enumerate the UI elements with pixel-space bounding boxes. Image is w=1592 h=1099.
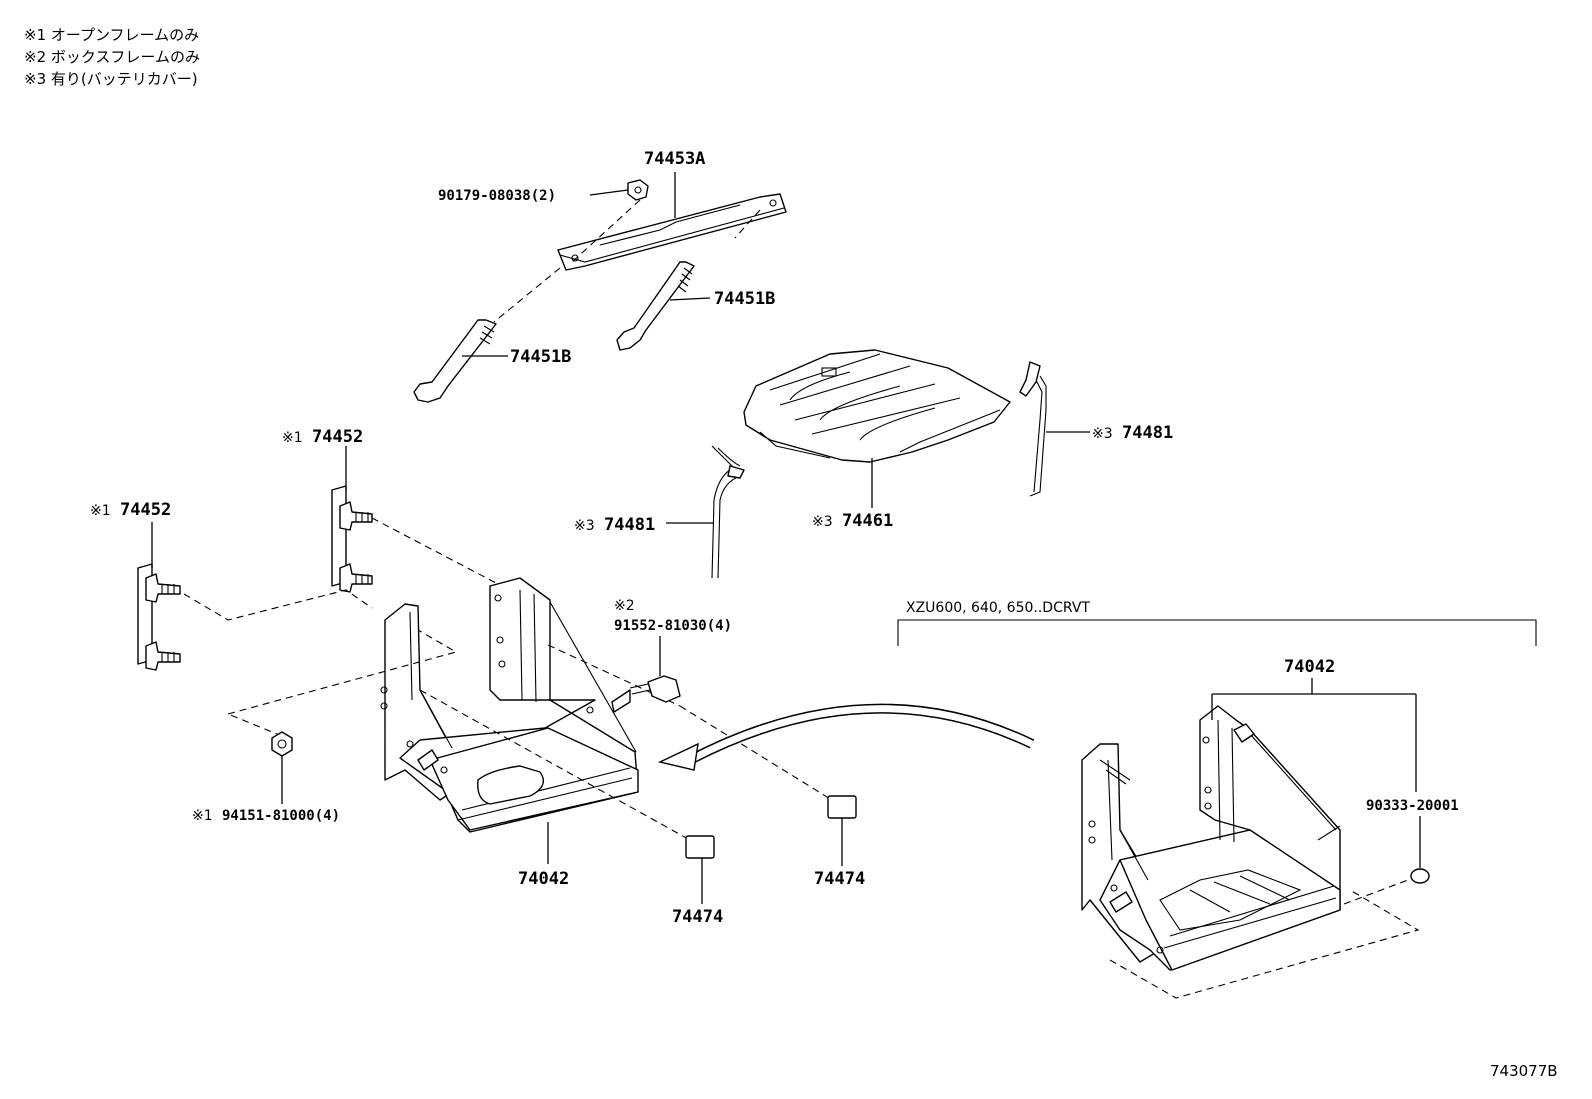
- label-74481-left: 74481: [604, 515, 655, 535]
- frame-guide-line-left: [227, 629, 458, 715]
- frame-guide-line-pad-left: [419, 689, 691, 841]
- pad-74474-right[interactable]: [827, 795, 857, 819]
- label-90179-08038: 90179-08038(2): [438, 188, 556, 204]
- bar-guide-line: [734, 209, 761, 239]
- bracket-74452-upper[interactable]: [331, 485, 373, 593]
- mark-74481-right: ※3: [1092, 426, 1113, 442]
- leader-74451B-upper: [669, 297, 711, 301]
- label-74452-left: 74452: [120, 500, 171, 520]
- label-74453A: 74453A: [644, 149, 705, 169]
- bracket-upper-guide: [371, 517, 499, 585]
- variant-bracket: [897, 619, 1537, 646]
- figure-reference: 743077B: [1490, 1062, 1558, 1080]
- clamp-bar-74453A[interactable]: [557, 193, 787, 271]
- note-open-frame: ※1 オープンフレームのみ: [24, 26, 200, 44]
- label-74461: 74461: [842, 511, 893, 531]
- mark-74481-left: ※3: [574, 518, 595, 534]
- cord-74481-right[interactable]: [1019, 361, 1047, 497]
- bracket-guide-line: [183, 589, 373, 621]
- battery-cover-74461[interactable]: [743, 349, 1011, 463]
- nut-94151[interactable]: [271, 731, 293, 757]
- variant-base-guide: [1109, 889, 1420, 999]
- leader-74042-variant: [1211, 678, 1417, 792]
- nut-guide-line: [571, 199, 641, 263]
- label-74452-upper: 74452: [312, 427, 363, 447]
- label-90333-20001: 90333-20001: [1366, 798, 1459, 814]
- hook-bolt-74451B-upper[interactable]: [616, 261, 695, 351]
- bolt-91552[interactable]: [629, 675, 681, 703]
- label-94151-81000: 94151-81000(4): [222, 808, 340, 824]
- variant-model-label: XZU600, 640, 650..DCRVT: [906, 600, 1090, 616]
- battery-frame-74042-variant[interactable]: [1081, 705, 1341, 971]
- bracket-74452-left[interactable]: [137, 563, 181, 671]
- mark-74461: ※3: [812, 514, 833, 530]
- leader-90179: [589, 189, 629, 196]
- label-74474-left: 74474: [672, 907, 723, 927]
- label-91552-81030: 91552-81030(4): [614, 618, 732, 634]
- note-box-frame: ※2 ボックスフレームのみ: [24, 48, 200, 66]
- label-74451B-lower: 74451B: [510, 347, 571, 367]
- cord-74481-left[interactable]: [711, 445, 745, 579]
- hook-guide-line: [493, 267, 561, 323]
- nut-90179[interactable]: [627, 179, 649, 201]
- label-74042-main: 74042: [518, 869, 569, 889]
- label-74481-right: 74481: [1122, 423, 1173, 443]
- label-74042-variant: 74042: [1284, 657, 1335, 677]
- washer-90333[interactable]: [1410, 868, 1430, 884]
- mark-74452-upper: ※1: [282, 430, 303, 446]
- note-battery-cover: ※3 有り(バッテリカバー): [24, 70, 198, 88]
- mark-74452-left: ※1: [90, 503, 111, 519]
- frame-guide-line-pad-right: [679, 705, 833, 801]
- battery-frame-74042[interactable]: [380, 577, 639, 833]
- label-74474-right: 74474: [814, 869, 865, 889]
- label-74451B-upper: 74451B: [714, 289, 775, 309]
- nut-guide-line-94151: [227, 713, 283, 737]
- hook-bolt-74451B-lower[interactable]: [413, 319, 497, 403]
- mark-94151: ※1: [192, 808, 213, 824]
- pad-74474-left[interactable]: [685, 835, 715, 859]
- variant-arrow: [657, 703, 1035, 771]
- mark-91552: ※2: [614, 598, 635, 614]
